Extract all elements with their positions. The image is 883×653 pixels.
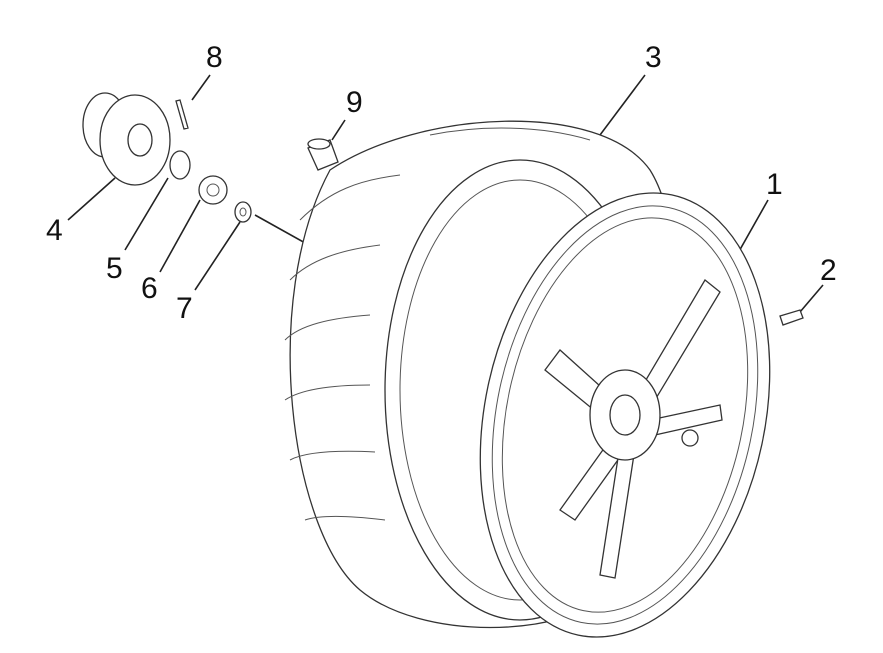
callout-5: 5	[106, 252, 123, 285]
valve-part	[779, 309, 804, 326]
callout-6: 6	[141, 272, 158, 305]
hub-part	[82, 92, 171, 186]
callout-9: 9	[346, 86, 363, 119]
cap-part	[307, 138, 339, 171]
callout-1: 1	[766, 168, 783, 201]
spacer-part	[169, 150, 191, 180]
callout-3: 3	[645, 41, 662, 74]
nut-part	[198, 175, 228, 205]
cotter-pin-part	[175, 99, 189, 130]
callout-8: 8	[206, 41, 223, 74]
rim-part	[479, 192, 771, 638]
callout-4: 4	[46, 214, 63, 247]
washer-part	[234, 201, 252, 223]
callout-2: 2	[820, 254, 837, 287]
callout-7: 7	[176, 292, 193, 325]
